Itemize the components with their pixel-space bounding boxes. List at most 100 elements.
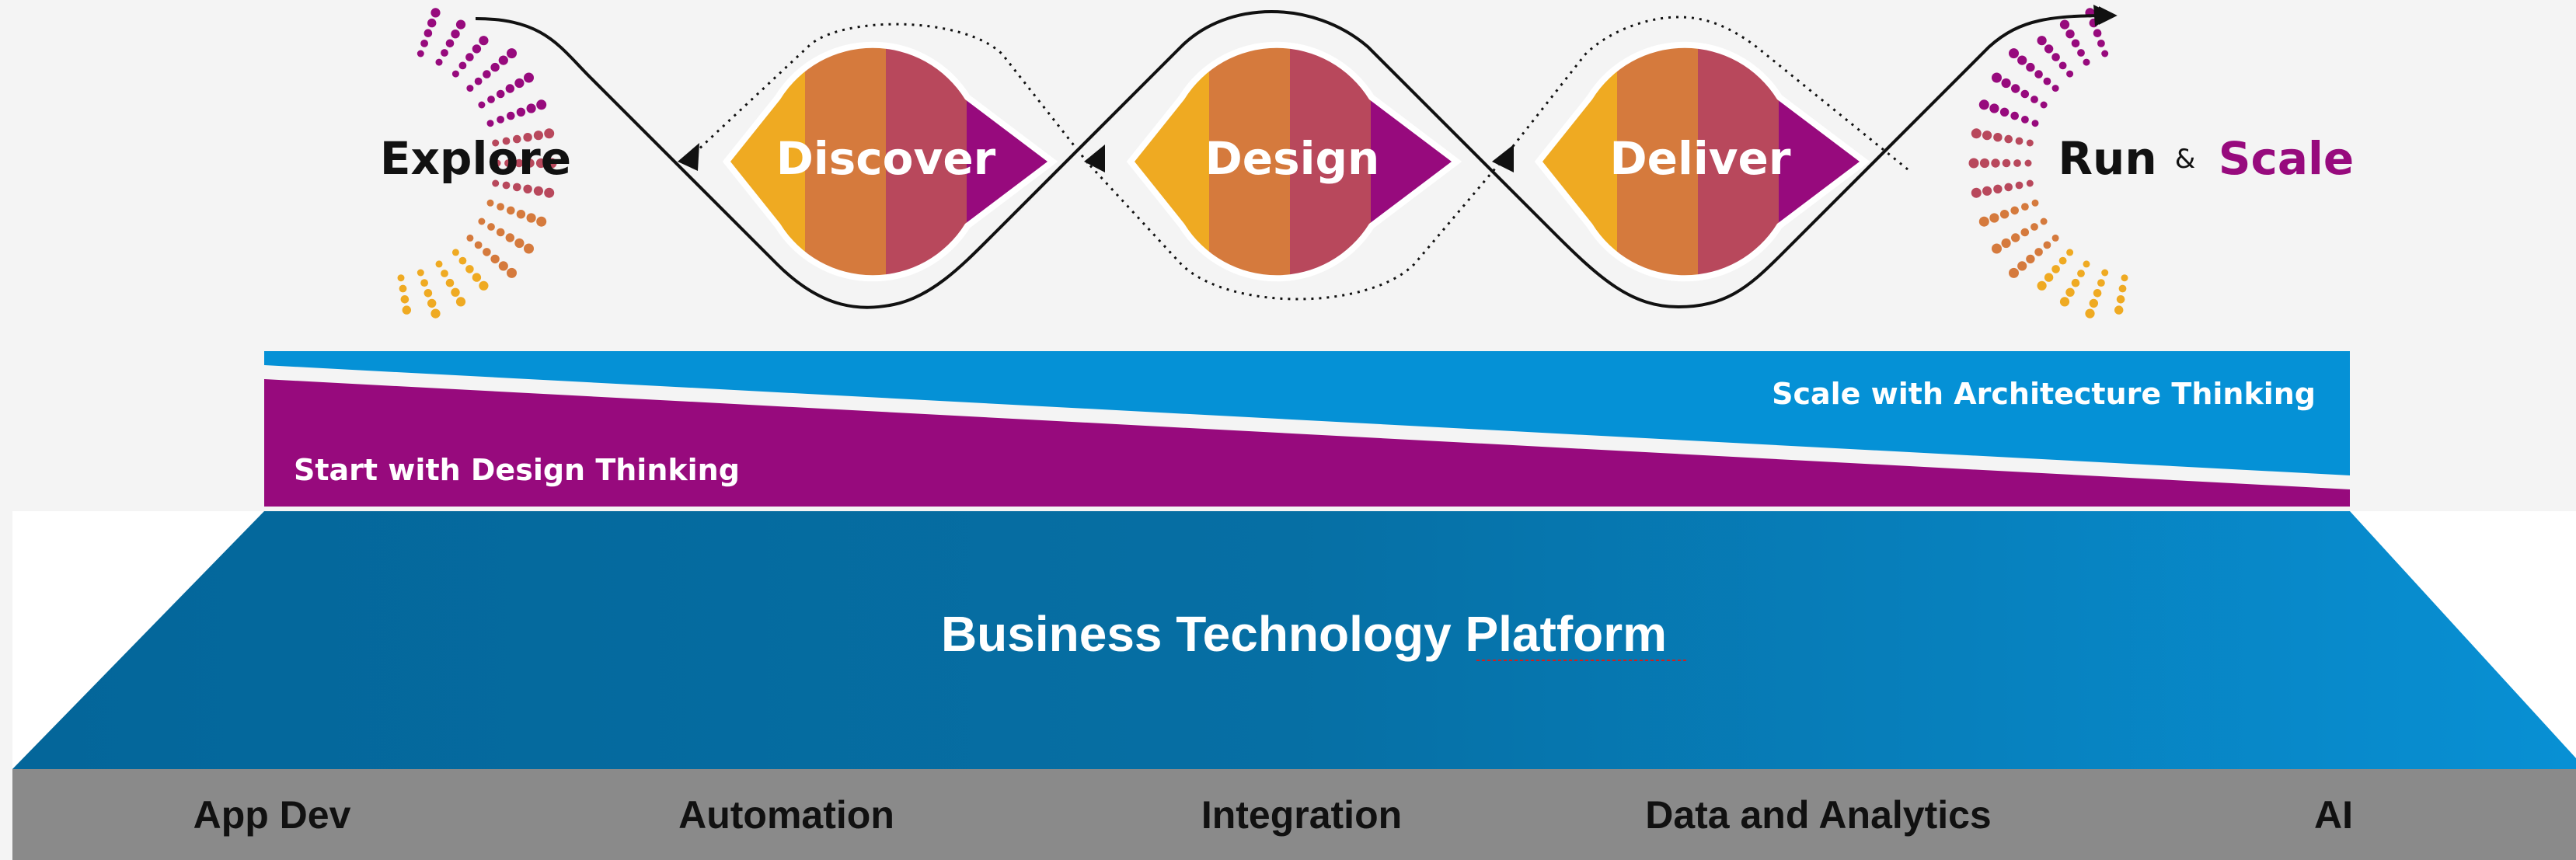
- decorative-dot: [505, 84, 514, 93]
- decorative-dot: [1978, 99, 1989, 110]
- decorative-dot: [455, 19, 466, 30]
- decorative-dot: [493, 159, 501, 167]
- decorative-dot: [497, 203, 504, 211]
- decorative-dot: [479, 36, 489, 46]
- decorative-dot: [465, 53, 474, 61]
- decorative-dot: [2004, 134, 2013, 144]
- decorative-dot: [2051, 265, 2060, 273]
- decorative-dot: [514, 78, 525, 89]
- decorative-dot: [441, 270, 448, 277]
- decorative-dot: [498, 55, 508, 65]
- decorative-dot: [402, 305, 411, 315]
- decorative-dot: [1979, 158, 1990, 169]
- arrowhead-icon: [1084, 144, 1105, 172]
- decorative-dot: [1982, 131, 1992, 141]
- decorative-dot: [451, 249, 459, 256]
- decorative-dot: [2015, 181, 2024, 190]
- decorative-dot: [2097, 279, 2105, 287]
- decorative-dot: [513, 183, 521, 192]
- decorative-dot: [399, 284, 407, 293]
- decorative-dot: [514, 238, 525, 249]
- decorative-dot: [478, 101, 486, 109]
- phase-label-discover: Discover: [776, 132, 996, 185]
- phase-label-explore: Explore: [380, 132, 571, 185]
- decorative-dot: [516, 107, 526, 117]
- decorative-dot: [2013, 159, 2021, 167]
- decorative-dot: [2024, 159, 2032, 167]
- decorative-dot: [474, 77, 483, 85]
- decorative-dot: [502, 137, 511, 145]
- decorative-dot: [427, 298, 437, 308]
- decorative-dot: [490, 62, 500, 72]
- decorative-dot: [445, 39, 455, 48]
- explore-dots: [397, 8, 557, 319]
- decorative-dot: [2051, 53, 2060, 61]
- decorative-dot: [2009, 267, 2019, 278]
- decorative-dot: [2009, 48, 2019, 59]
- design-band: [264, 379, 2350, 507]
- decorative-dot: [2093, 289, 2102, 298]
- decorative-dot: [496, 89, 505, 99]
- decorative-dot: [2031, 199, 2039, 207]
- decorative-dot: [2065, 287, 2075, 297]
- band-divider: [264, 365, 2350, 491]
- decorative-dot: [492, 179, 500, 187]
- arrowhead-icon: [678, 143, 699, 171]
- decorative-dot: [435, 58, 443, 66]
- decorative-dot: [451, 70, 459, 78]
- decorative-dot: [2026, 62, 2035, 72]
- decorative-dot: [2031, 120, 2039, 127]
- decorative-dot: [2093, 29, 2102, 37]
- decorative-dot: [490, 254, 500, 264]
- decorative-dot: [417, 50, 424, 57]
- decorative-dot: [441, 49, 448, 57]
- decorative-dot: [2051, 234, 2059, 242]
- decorative-dot: [1999, 107, 2010, 117]
- decorative-dot: [2026, 254, 2035, 264]
- decorative-dot: [2043, 77, 2051, 85]
- decorative-dot: [2114, 305, 2124, 315]
- decorative-dot: [1991, 158, 2000, 168]
- decorative-dot: [507, 206, 515, 215]
- decorative-dot: [502, 181, 511, 190]
- decorative-dot: [2017, 55, 2027, 65]
- decorative-dot: [536, 99, 547, 110]
- decorative-dot: [486, 199, 494, 207]
- decorative-dot: [472, 273, 482, 282]
- decorative-dot: [507, 48, 517, 59]
- decorative-dot: [483, 70, 491, 78]
- decorative-dot: [1989, 213, 1999, 223]
- decorative-dot: [544, 187, 555, 198]
- decorative-dot: [397, 274, 405, 282]
- decorative-dot: [1993, 184, 2003, 193]
- arrowhead-icon: [2093, 5, 2115, 26]
- decorative-dot: [472, 44, 482, 54]
- decorative-dot: [445, 278, 455, 287]
- decorative-dot: [427, 18, 437, 28]
- decorative-dot: [2037, 36, 2047, 46]
- decorative-dot: [1992, 72, 2002, 83]
- decorative-dot: [2002, 158, 2011, 168]
- decorative-dot: [533, 131, 544, 141]
- decorative-dot: [2044, 44, 2054, 54]
- decorative-dot: [2051, 85, 2059, 92]
- decorative-dot: [478, 218, 486, 225]
- decorative-dot: [455, 297, 466, 307]
- decorative-dot: [424, 29, 433, 37]
- decorative-dot: [435, 260, 443, 268]
- decorative-dot: [526, 103, 536, 113]
- decorative-dot: [2044, 273, 2054, 282]
- phase-label-design: Design: [1205, 132, 1380, 185]
- decorative-dot: [1993, 133, 2003, 142]
- capability-label: Integration: [1201, 793, 1402, 837]
- decorative-dot: [474, 241, 483, 249]
- decorative-dot: [2083, 260, 2090, 268]
- decorative-dot: [544, 128, 555, 139]
- decorative-dot: [2118, 284, 2127, 293]
- phase-label-scale: Scale: [2219, 132, 2355, 185]
- decorative-dot: [2058, 61, 2067, 70]
- decorative-dot: [2071, 39, 2080, 48]
